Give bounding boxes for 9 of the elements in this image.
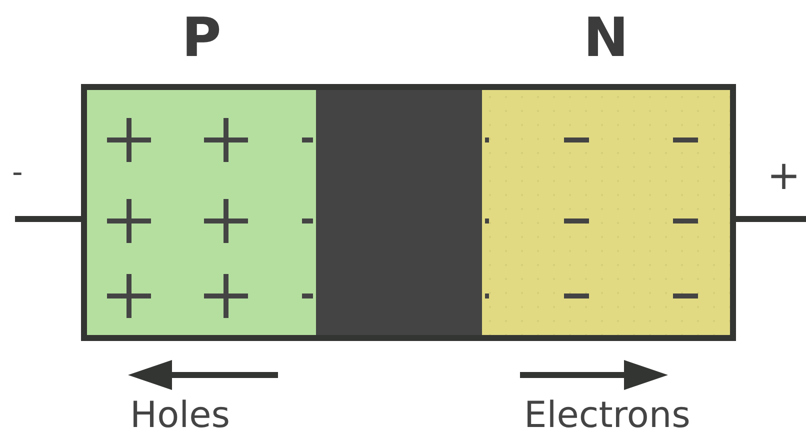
- region-label: P: [180, 6, 222, 70]
- lead-wire: [15, 216, 81, 222]
- carrier-label: Electrons: [524, 398, 690, 434]
- terminal-sign: +: [767, 156, 801, 196]
- depletion-region: [316, 90, 482, 335]
- carrier-label: Holes: [130, 398, 230, 434]
- lead-wire: [736, 216, 806, 222]
- terminal-sign: -: [12, 158, 23, 188]
- region-label: N: [582, 6, 630, 70]
